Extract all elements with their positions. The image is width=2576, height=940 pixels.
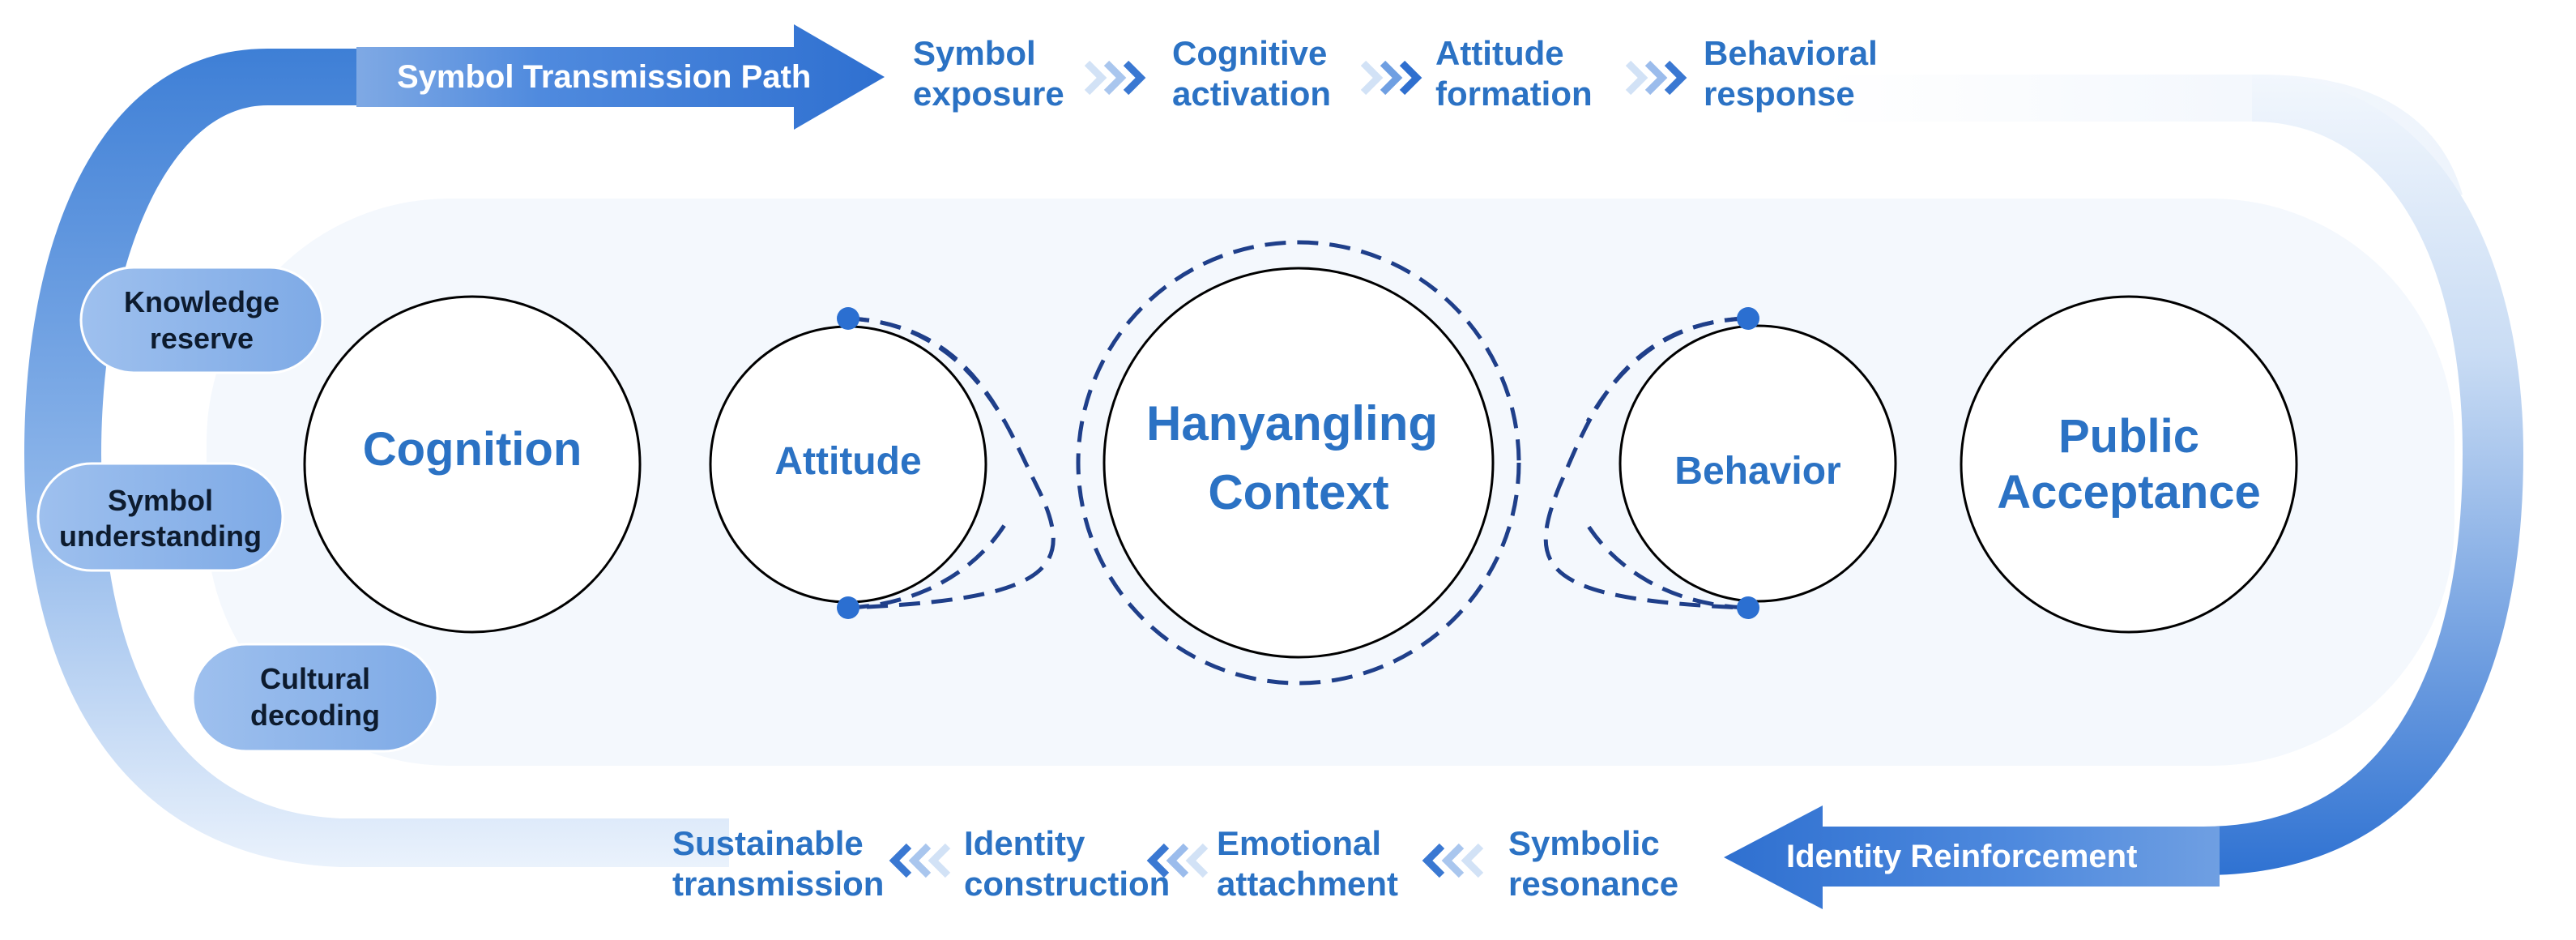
chevron-right-icon <box>1084 60 1146 96</box>
connection-dot <box>837 307 859 330</box>
connection-dot <box>1737 596 1759 619</box>
node-public-acceptance: Public Acceptance <box>1960 295 2298 634</box>
bottom-banner-label: Identity Reinforcement <box>1786 839 2137 874</box>
top-step-symbol-exposure: Symbol exposure <box>913 34 1064 113</box>
node-cognition-label: Cognition <box>363 423 582 476</box>
chevron-left-icon <box>1146 843 1209 878</box>
bottom-banner-arrow <box>1724 805 2220 909</box>
node-behavior-label: Behavior <box>1674 450 1840 493</box>
pill-line2: understanding <box>59 519 262 553</box>
node-attitude: Attitude <box>709 325 987 604</box>
bottom-step-symbolic-resonance: Symbolic resonance <box>1508 824 1678 903</box>
top-step-cognitive-activation: Cognitive activation <box>1172 34 1331 113</box>
chevron-right-icon <box>1625 60 1687 96</box>
node-behavior: Behavior <box>1619 324 1897 603</box>
dashed-connection-path <box>847 316 1746 610</box>
node-cognition: Cognition <box>303 295 642 634</box>
bottom-step-line2: construction <box>964 865 1170 903</box>
top-step-behavioral-response: Behavioral response <box>1704 34 1878 113</box>
bottom-step-line2: transmission <box>672 865 884 903</box>
pill-line2: reserve <box>150 322 254 355</box>
pill-symbol-understanding: Symbol understanding <box>36 462 284 572</box>
bottom-step-line1: Symbolic <box>1508 824 1660 862</box>
bottom-step-sustainable-transmission: Sustainable transmission <box>672 824 884 903</box>
top-banner-arrow <box>356 24 885 130</box>
pill-knowledge-reserve: Knowledge reserve <box>79 266 324 374</box>
top-step-line2: formation <box>1435 75 1593 113</box>
bottom-step-line1: Emotional <box>1217 824 1381 862</box>
top-step-line2: response <box>1704 75 1855 113</box>
node-hanyangling-context: Hanyangling Context <box>1102 267 1495 659</box>
connection-dot <box>1737 307 1759 330</box>
top-step-line2: activation <box>1172 75 1331 113</box>
node-attitude-label: Attitude <box>774 440 921 483</box>
bottom-step-identity-construction: Identity construction <box>964 824 1170 903</box>
node-context-line2: Context <box>1208 465 1388 519</box>
top-step-line1: Behavioral <box>1704 34 1878 72</box>
pill-line1: Cultural <box>260 662 370 695</box>
chevron-right-icon <box>1360 60 1422 96</box>
top-step-attitude-formation: Attitude formation <box>1435 34 1593 113</box>
pill-cultural-decoding: Cultural decoding <box>191 643 439 753</box>
top-step-line2: exposure <box>913 75 1064 113</box>
pill-line2: decoding <box>250 699 380 732</box>
bottom-step-line2: resonance <box>1508 865 1678 903</box>
node-context-line1: Hanyangling <box>1146 396 1438 451</box>
pill-line1: Symbol <box>108 484 213 517</box>
pill-line1: Knowledge <box>124 285 279 318</box>
node-acceptance-line1: Public <box>2058 410 2199 463</box>
chevron-left-icon <box>889 843 951 878</box>
node-acceptance-line2: Acceptance <box>1997 466 2261 519</box>
chevron-left-icon <box>1422 843 1484 878</box>
top-step-line1: Attitude <box>1435 34 1564 72</box>
connection-dot <box>837 596 859 619</box>
top-step-line1: Cognitive <box>1172 34 1327 72</box>
bottom-step-line1: Sustainable <box>672 824 864 862</box>
top-step-line1: Symbol <box>913 34 1036 72</box>
bottom-step-emotional-attachment: Emotional attachment <box>1217 824 1398 903</box>
bottom-step-line2: attachment <box>1217 865 1398 903</box>
bottom-step-line1: Identity <box>964 824 1085 862</box>
top-banner-label: Symbol Transmission Path <box>397 59 811 95</box>
